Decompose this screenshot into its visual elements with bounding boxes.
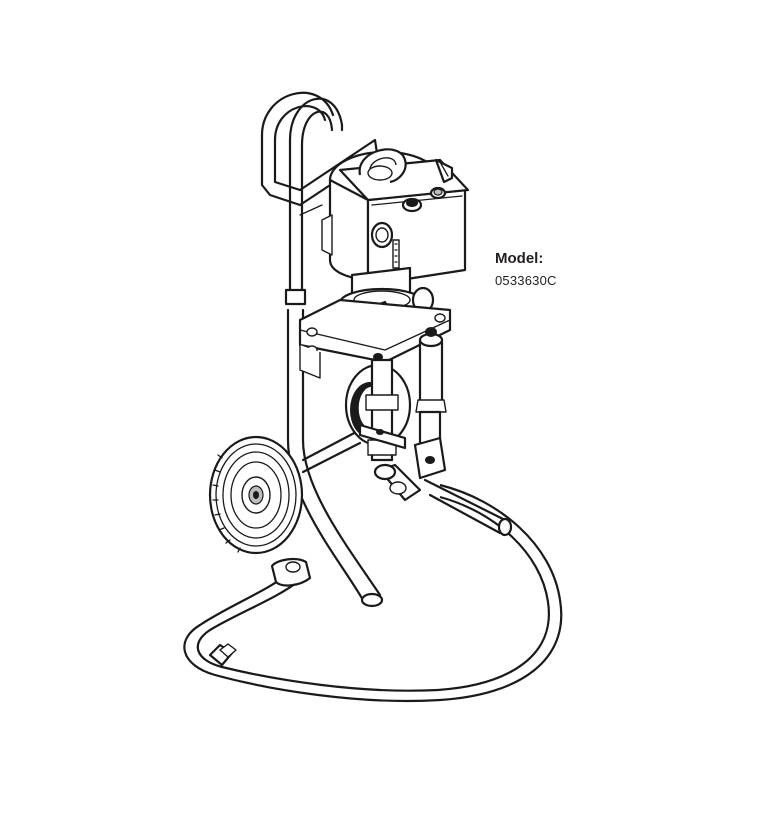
cart-frame [260,91,513,608]
model-number: 0533630C [495,273,557,288]
pump-lower [344,327,447,502]
pump-coupling [298,266,452,379]
model-info: Model: 0533630C [495,250,695,289]
model-label: Model: [495,250,544,267]
cart-wheel-icon [208,435,304,555]
motor-housing [321,148,470,287]
